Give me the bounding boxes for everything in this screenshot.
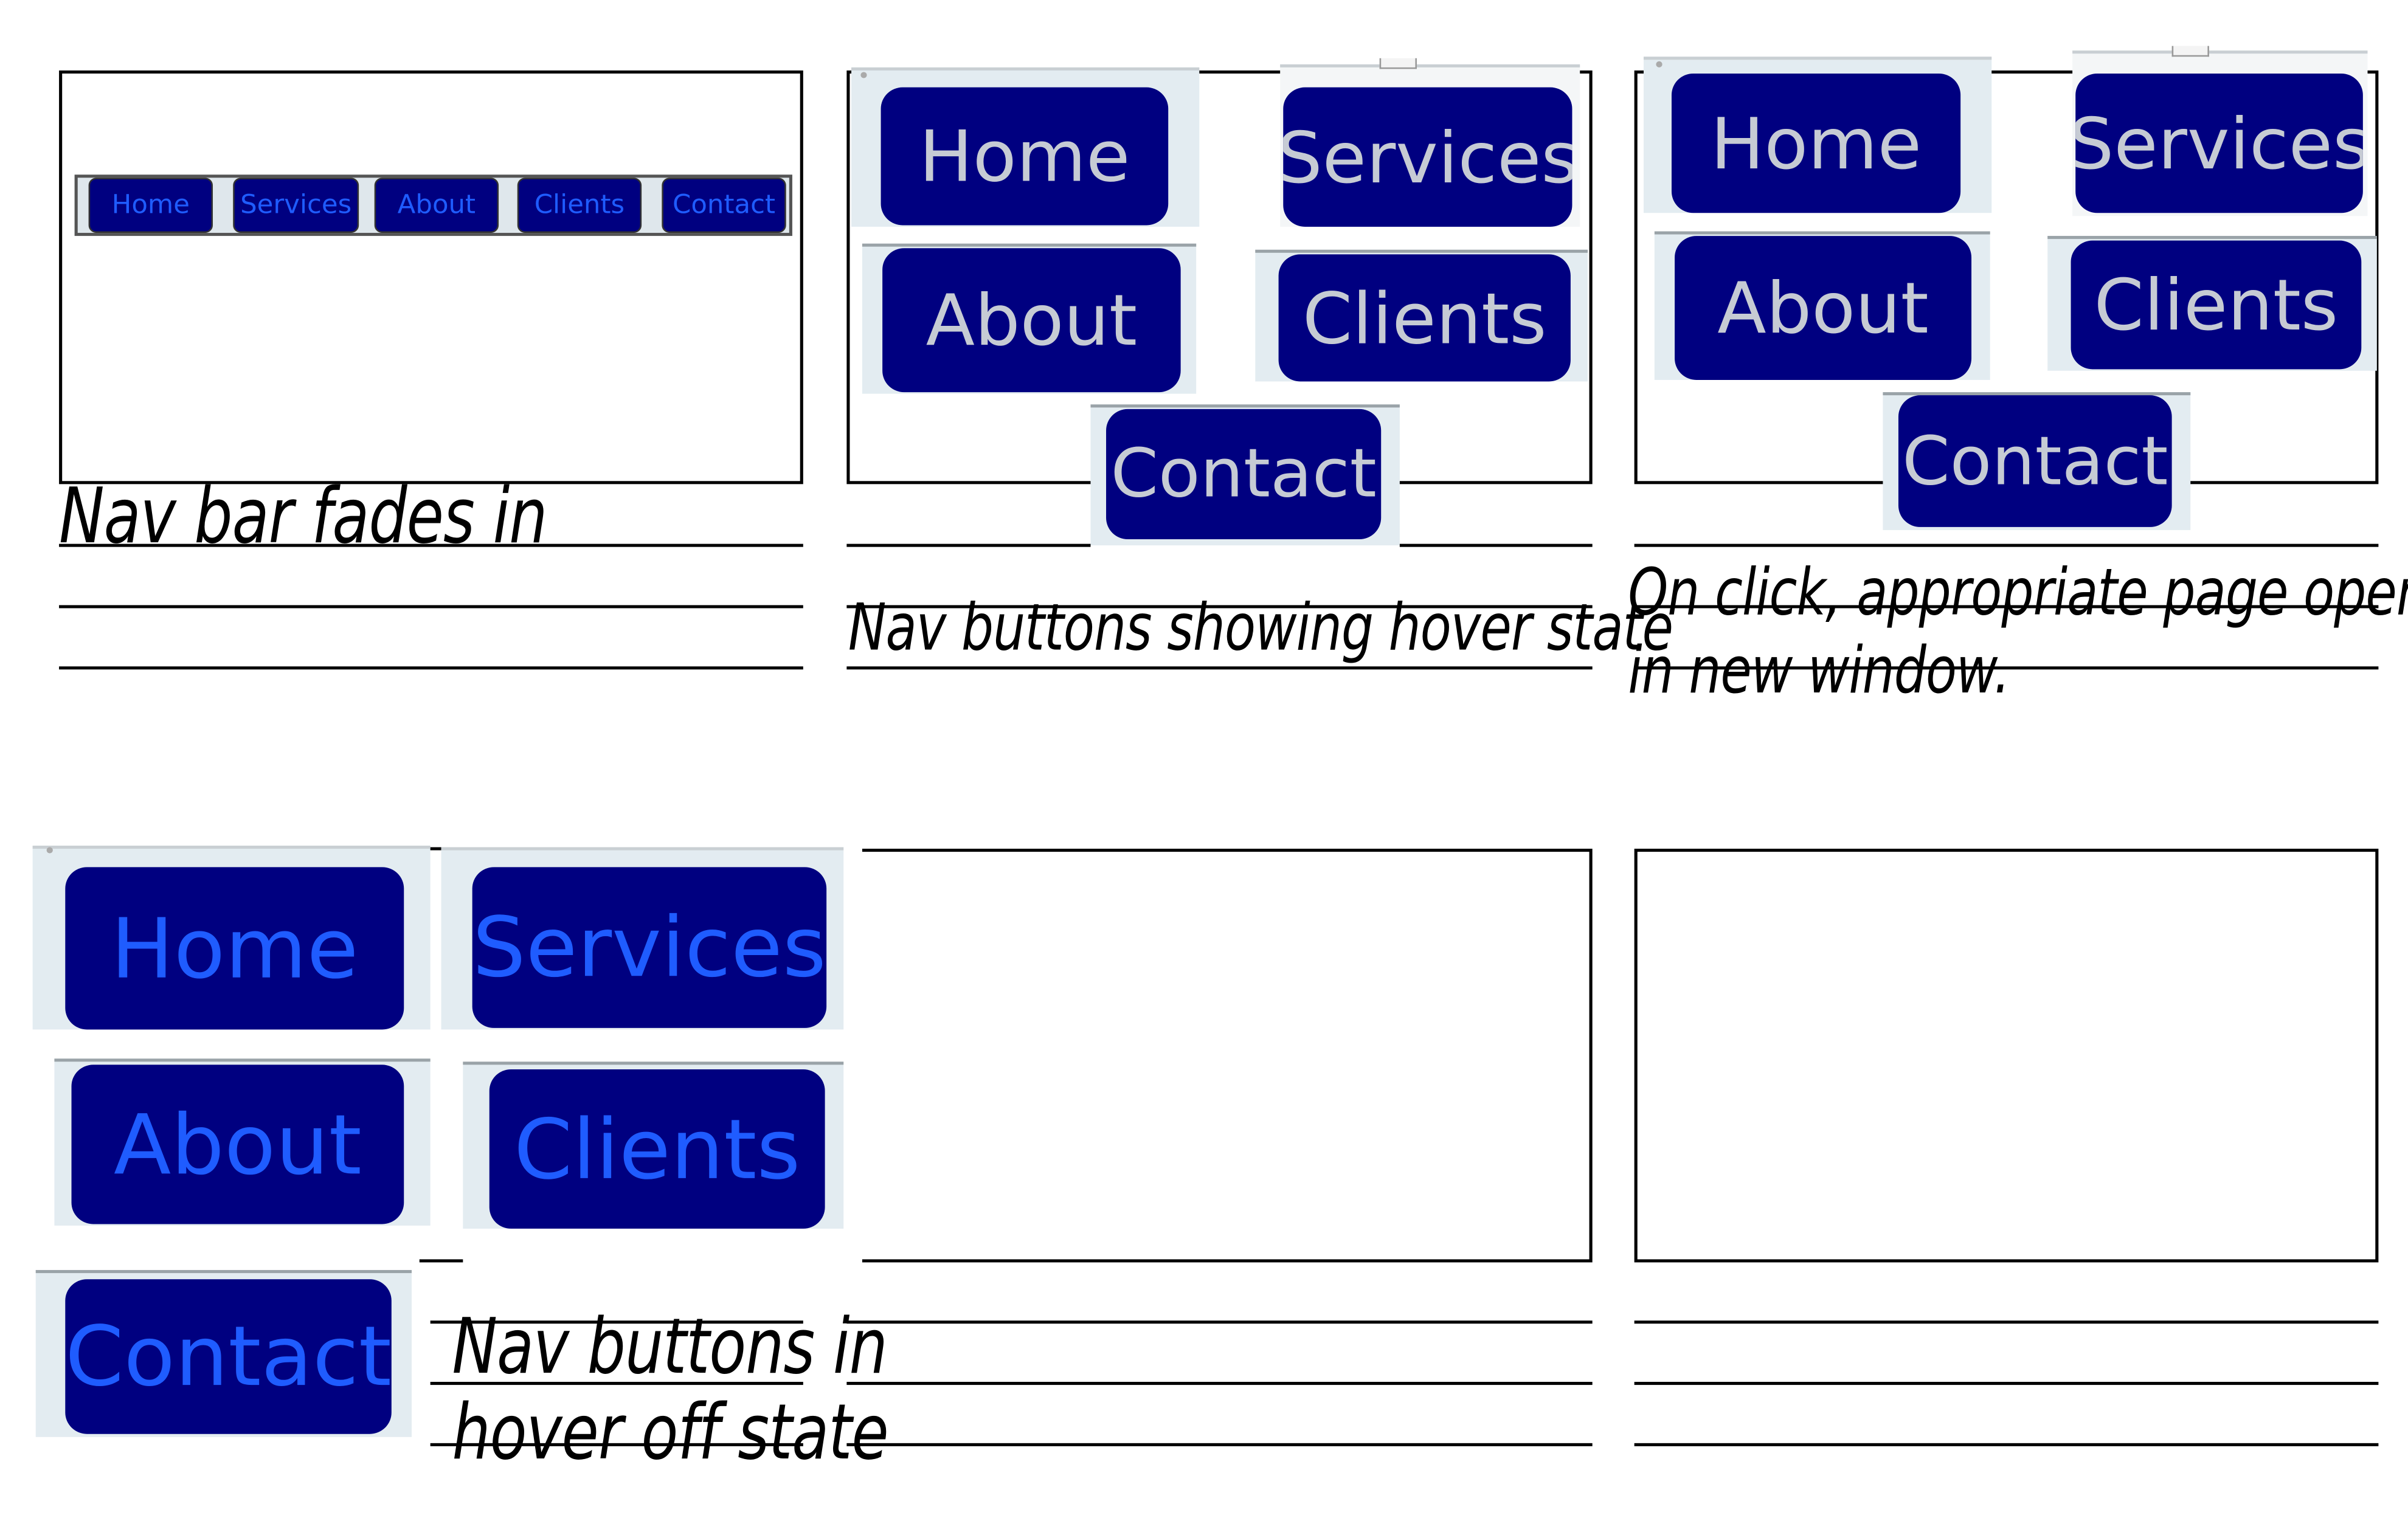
panel-6-frame [1634, 849, 2379, 1263]
hover-about-button[interactable]: About [882, 248, 1181, 393]
off-home-button[interactable]: Home [65, 867, 404, 1030]
panel-5-line-1 [846, 1320, 1593, 1324]
click-services-button[interactable]: Services [2075, 73, 2363, 213]
tile-speck-3 [1656, 61, 1662, 67]
panel-3-line-2 [1634, 605, 2379, 609]
click-contact-button[interactable]: Contact [1898, 395, 2172, 527]
panel-1-line-3 [59, 666, 803, 670]
nav-clients-button[interactable]: Clients [517, 178, 642, 233]
panel-1-line-1 [59, 543, 803, 547]
panel-5-line-2 [846, 1382, 1593, 1385]
panel-4-line-3 [430, 1443, 803, 1446]
nav-contact-button[interactable]: Contact [662, 178, 786, 233]
panel-2-caption: Nav buttons showing hover state [848, 590, 1673, 665]
panel-2-line-1b [1399, 543, 1593, 547]
panel-4-caption-line-2: hover off state [452, 1388, 888, 1477]
panel-3-caption-line-1: On click, appropriate page opens [1628, 554, 2408, 630]
panel-4-line-1 [430, 1320, 803, 1324]
nav-home-button[interactable]: Home [88, 178, 213, 233]
nav-about-button[interactable]: About [374, 178, 499, 233]
hover-contact-button[interactable]: Contact [1106, 409, 1382, 540]
panel-6-line-1 [1634, 1320, 2379, 1324]
click-clients-button[interactable]: Clients [2071, 240, 2362, 370]
tile-clip-3 [2171, 46, 2209, 57]
panel-4-frame-top [419, 847, 443, 851]
tile-speck-4 [46, 847, 53, 854]
panel-5-frame [846, 849, 1593, 1263]
tile-speck [860, 72, 867, 78]
panel-4-caption-line-1: Nav buttons in [452, 1302, 887, 1392]
tile-clip [1379, 58, 1417, 69]
panel-3-line-3 [1634, 666, 2379, 670]
panel-3-caption-line-2: in new window. [1628, 632, 2010, 708]
hover-services-button[interactable]: Services [1283, 87, 1572, 227]
panel-4-line-2 [430, 1382, 803, 1385]
click-home-button[interactable]: Home [1671, 73, 1961, 213]
panel-5-frame-overlap [843, 846, 862, 1266]
panel-2-line-1 [846, 543, 1091, 547]
panel-1-caption: Nav bar fades in [59, 472, 547, 561]
panel-1-line-2 [59, 605, 803, 609]
hover-clients-button[interactable]: Clients [1278, 254, 1571, 382]
panel-5-line-3 [846, 1443, 1593, 1446]
hover-home-button[interactable]: Home [881, 87, 1169, 226]
off-clients-button[interactable]: Clients [489, 1069, 825, 1229]
off-services-button[interactable]: Services [472, 867, 827, 1028]
panel-4-frame-bottom [419, 1259, 463, 1263]
panel-6-line-3 [1634, 1443, 2379, 1446]
off-about-button[interactable]: About [71, 1064, 404, 1224]
panel-3-line-1 [1634, 543, 2379, 547]
panel-2-line-3 [846, 666, 1593, 670]
panel-2-line-2 [846, 605, 1593, 609]
nav-services-button[interactable]: Services [233, 178, 359, 233]
click-about-button[interactable]: About [1675, 236, 1972, 380]
panel-1-frame [59, 70, 803, 485]
off-contact-button[interactable]: Contact [65, 1279, 392, 1434]
panel-6-line-2 [1634, 1382, 2379, 1385]
